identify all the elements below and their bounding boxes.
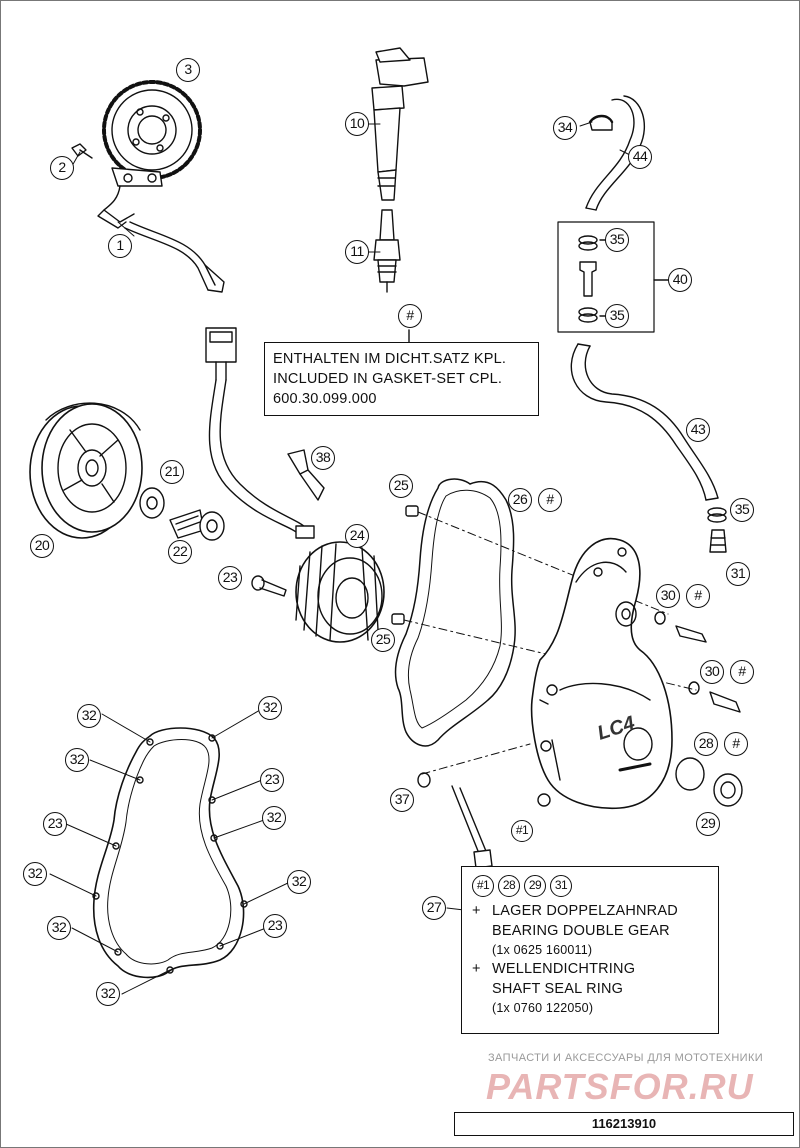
screws-30	[654, 611, 741, 713]
watermark-logo: PARTSFOR.RU	[486, 1066, 754, 1107]
stator-24	[295, 525, 385, 643]
callout-gasket-32-a: 32	[77, 704, 101, 728]
drawing-number: 116213910	[454, 1112, 794, 1136]
callout-gasket-23-b: 23	[43, 812, 67, 836]
kit-callout-31: 31	[550, 875, 572, 897]
trigger-wheel	[102, 80, 202, 180]
callout-gasket-32-e: 32	[23, 862, 47, 886]
connector-kit-40	[557, 221, 669, 333]
callout-10: 10	[345, 112, 369, 136]
callout-gasket-23-a: 23	[260, 768, 284, 792]
pickup-sensor	[97, 167, 225, 293]
callout-31: 31	[726, 562, 750, 586]
ignition-coil	[371, 47, 429, 201]
kit-callout-28: 28	[498, 875, 520, 897]
callout-11: 11	[345, 240, 369, 264]
kit-item-1-part-no: (1x 0625 160011)	[492, 943, 593, 957]
kit-item-1-en: BEARING DOUBLE GEAR	[492, 923, 670, 939]
callout-24: 24	[345, 524, 369, 548]
flywheel-rotor	[29, 402, 143, 539]
dowel-pins-25	[391, 505, 419, 625]
callout-30-bottom-hash: #	[730, 660, 754, 684]
callout-3: 3	[176, 58, 200, 82]
callout-gasket-32-c: 32	[65, 748, 89, 772]
screw-23	[251, 575, 287, 597]
kit-note: #1 28 29 31 +LAGER DOPPELZAHNRAD BEARING…	[461, 866, 719, 1034]
callout-34: 34	[553, 116, 577, 140]
callout-gasket-32-b: 32	[258, 696, 282, 720]
callout-22: 22	[168, 540, 192, 564]
screw-37	[417, 772, 493, 869]
callout-29: 29	[696, 812, 720, 836]
gasket-note-line-3: 600.30.099.000	[273, 391, 377, 407]
callout-gasket-32-g: 32	[47, 916, 71, 940]
callout-40: 40	[668, 268, 692, 292]
callout-37: 37	[390, 788, 414, 812]
callout-38: 38	[311, 446, 335, 470]
kit-item-2-en: SHAFT SEAL RING	[492, 981, 624, 997]
callout-26: 26	[508, 488, 532, 512]
kit-item-1-de: +LAGER DOPPELZAHNRAD	[472, 903, 678, 919]
callout-gasket-32-f: 32	[287, 870, 311, 894]
callout-2: 2	[50, 156, 74, 180]
callout-30-bottom: 30	[700, 660, 724, 684]
kit-item-2-de: +WELLENDICHTRING	[472, 961, 636, 977]
callout-25-top: 25	[389, 474, 413, 498]
gasket-note-line-1: ENTHALTEN IM DICHT.SATZ KPL.	[273, 351, 507, 367]
callout-gasket-32-h: 32	[96, 982, 120, 1006]
callout-35-top: 35	[605, 228, 629, 252]
callout-28-hash: #	[724, 732, 748, 756]
callout-27: 27	[422, 896, 446, 920]
kit-callout-29: 29	[524, 875, 546, 897]
stator-connector	[205, 327, 307, 536]
crankcase-gasket	[92, 727, 248, 979]
breather-hose-43	[570, 343, 719, 501]
spark-plug	[373, 209, 401, 293]
watermark-caption: ЗАПЧАСТИ И АКСЕССУАРЫ ДЛЯ МОТОТЕХНИКИ	[488, 1052, 764, 1064]
callout-cover-hash-1: #1	[511, 820, 533, 842]
callout-1: 1	[108, 234, 132, 258]
callout-hash-note: #	[398, 304, 422, 328]
flywheel-screw-22	[169, 509, 225, 541]
callout-35-bottom: 35	[605, 304, 629, 328]
callout-25-bottom: 25	[371, 628, 395, 652]
gasket-note-line-2: INCLUDED IN GASKET-SET CPL.	[273, 371, 503, 387]
hose-clamp-34	[588, 114, 614, 131]
callout-30-top-hash: #	[686, 584, 710, 608]
kit-contents-callouts: #1 28 29 31	[472, 875, 718, 897]
kit-callout-hash-1: #1	[472, 875, 494, 897]
cable-clip-38	[287, 449, 325, 501]
callout-gasket-32-d: 32	[262, 806, 286, 830]
callout-26-hash: #	[538, 488, 562, 512]
ignition-cover: LC4	[530, 537, 673, 810]
callout-gasket-23-c: 23	[263, 914, 287, 938]
gasket-set-note: ENTHALTEN IM DICHT.SATZ KPL. INCLUDED IN…	[264, 342, 539, 416]
seal-35-and-nipple-31	[707, 507, 727, 553]
callout-20: 20	[30, 534, 54, 558]
screw-2	[71, 143, 93, 159]
callout-28: 28	[694, 732, 718, 756]
cover-gasket-26	[394, 478, 516, 747]
callout-35-right: 35	[730, 498, 754, 522]
callout-30-top: 30	[656, 584, 680, 608]
washer-21	[139, 487, 165, 519]
gasket-leaders	[49, 709, 291, 995]
callout-23: 23	[218, 566, 242, 590]
callout-21: 21	[160, 460, 184, 484]
callout-44: 44	[628, 145, 652, 169]
kit-item-2-part-no: (1x 0760 122050)	[492, 1001, 594, 1015]
seal-29-and-plug-28	[675, 757, 743, 807]
callout-43: 43	[686, 418, 710, 442]
